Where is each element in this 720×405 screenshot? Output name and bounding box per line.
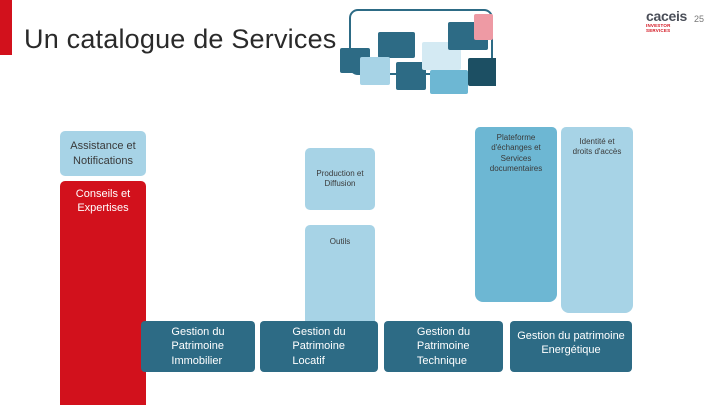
production-diffusion-block: Production et Diffusion xyxy=(305,148,375,210)
conseils-expertises-block: Conseils et Expertises xyxy=(60,181,146,405)
plateforme-echanges-block: Plateforme d'échanges et Services docume… xyxy=(475,127,557,302)
production-diffusion-label: Production et Diffusion xyxy=(316,168,364,188)
page-number: 25 xyxy=(694,14,705,24)
conseils-expertises-label: Conseils et Expertises xyxy=(75,188,131,215)
gestion-energetique-block: Gestion du patrimoine Energétique xyxy=(510,321,632,372)
network-square xyxy=(474,14,493,40)
gestion-energetique-label: Gestion du patrimoine Energétique xyxy=(517,330,625,357)
network-square xyxy=(430,70,468,94)
gestion-immobilier-label: Gestion du Patrimoine Immobilier xyxy=(171,326,225,367)
logo-tagline: INVESTOR SERVICES xyxy=(646,23,671,33)
caceis-logo: caceis INVESTOR SERVICES xyxy=(646,8,690,36)
page-title: Un catalogue de Services xyxy=(24,24,337,54)
outils-block: Outils xyxy=(305,225,375,322)
gestion-technique-block: Gestion du Patrimoine Technique xyxy=(384,321,503,372)
gestion-technique-label: Gestion du Patrimoine Technique xyxy=(416,326,471,367)
services-network-illustration xyxy=(340,9,496,94)
network-square xyxy=(360,57,390,85)
identite-droits-label: Identité et droits d'accès xyxy=(572,137,622,157)
gestion-locatif-block: Gestion du Patrimoine Locatif xyxy=(260,321,378,372)
assistance-notifications-block: Assistance et Notifications xyxy=(60,131,146,176)
network-square xyxy=(396,62,426,90)
logo-wordmark: caceis xyxy=(646,8,688,24)
accent-bar xyxy=(0,0,12,55)
identite-droits-block: Identité et droits d'accès xyxy=(561,127,633,313)
assistance-notifications-label: Assistance et Notifications xyxy=(70,140,136,167)
network-square xyxy=(468,58,496,86)
gestion-immobilier-block: Gestion du Patrimoine Immobilier xyxy=(141,321,255,372)
network-square xyxy=(378,32,415,58)
gestion-locatif-label: Gestion du Patrimoine Locatif xyxy=(292,326,346,367)
plateforme-echanges-label: Plateforme d'échanges et Services docume… xyxy=(489,133,543,174)
outils-label: Outils xyxy=(329,237,351,246)
